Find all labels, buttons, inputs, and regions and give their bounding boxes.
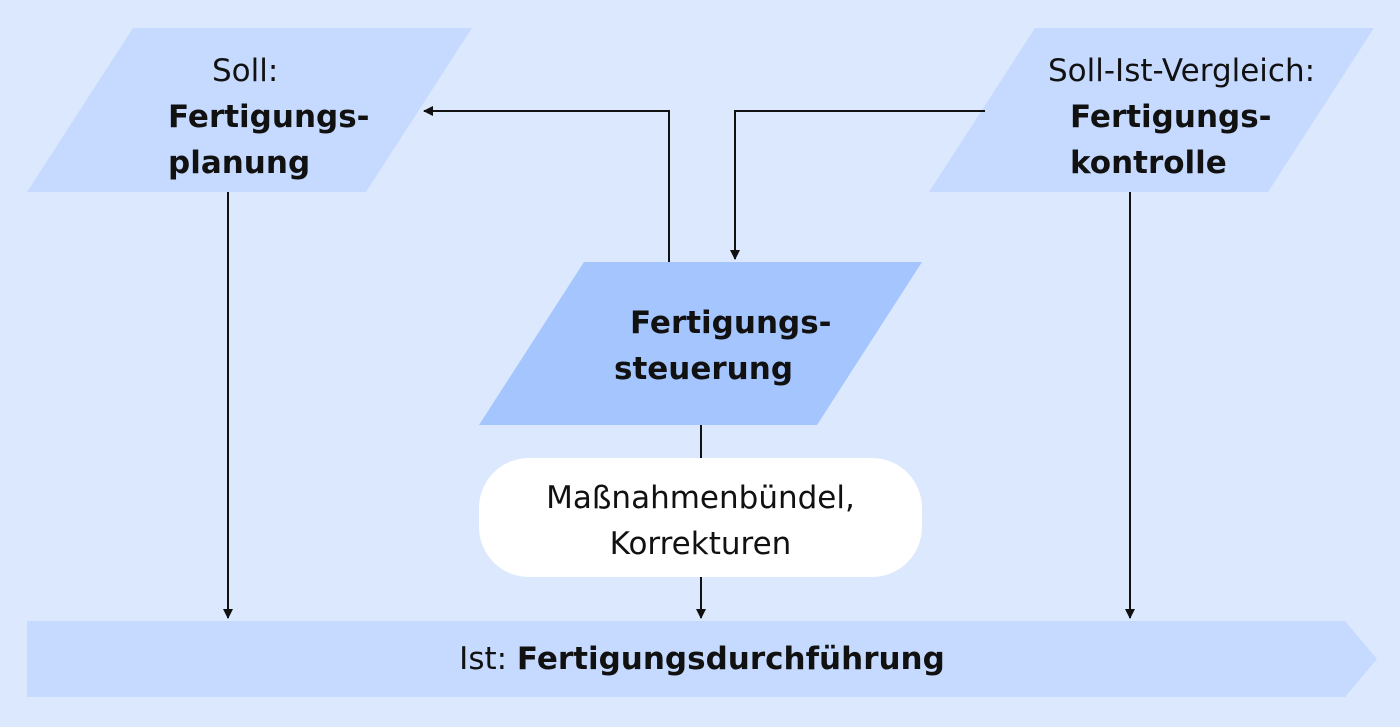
soll-planung-label: Soll: Fertigungs- planung [168,48,370,186]
arrow-kontrolle-to-steuerung [730,110,985,260]
ist-durchfuehrung-band [27,621,1377,697]
massnahmen-pill-shape [479,458,922,577]
soll-title-line2: planung [168,145,311,181]
fertigungskontrolle-shape [929,28,1374,192]
soll-prefix: Soll: [212,53,279,89]
vergleich-prefix: Soll-Ist-Vergleich: [1048,53,1316,89]
vergleich-kontrolle-label: Soll-Ist-Vergleich: Fertigungs- kontroll… [1048,48,1315,186]
soll-planung-shape [27,28,472,192]
steuerung-title-line2: steuerung [614,351,794,387]
vergleich-title-line1: Fertigungs- [1070,99,1272,135]
fertigungssteuerung-shape [479,262,922,425]
massnahmen-label: Maßnahmenbündel, Korrekturen [479,475,922,567]
steuerung-label: Fertigungs- steuerung [614,300,832,392]
massnahmen-line1: Maßnahmenbündel, [546,480,855,516]
ist-prefix: Ist: [459,641,517,677]
massnahmen-line2: Korrekturen [609,526,792,562]
steuerung-title-line1: Fertigungs- [630,305,832,341]
ist-title: Fertigungsdurchführung [516,641,945,677]
vergleich-title-line2: kontrolle [1070,145,1227,181]
arrow-steuerung-to-planung [423,106,670,262]
soll-title-line1: Fertigungs- [168,99,370,135]
ist-label: Ist: Fertigungsdurchführung [27,636,1377,682]
